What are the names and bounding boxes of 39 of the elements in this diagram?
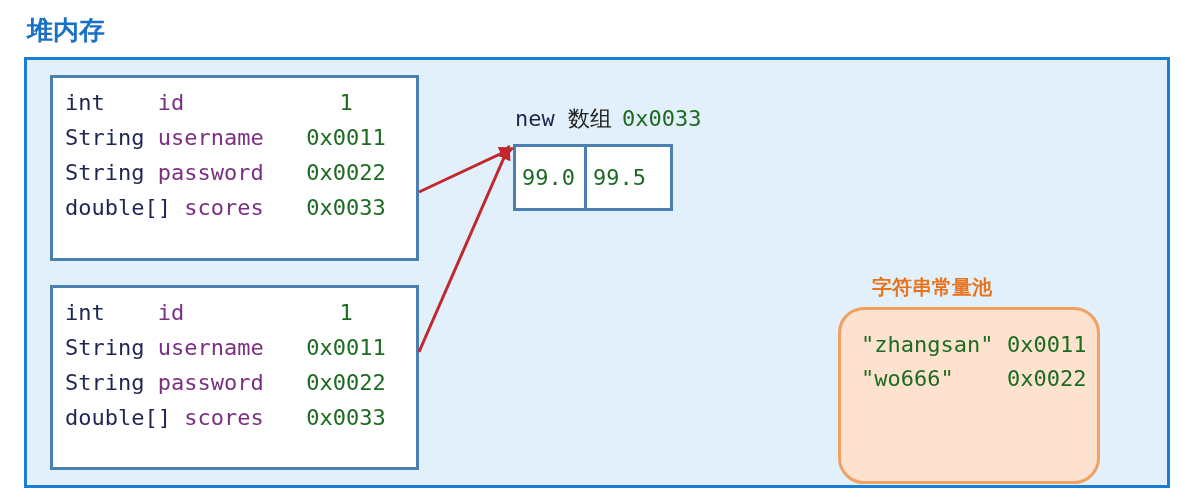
area-title: 堆内存 xyxy=(27,14,105,47)
type-keyword: double[] xyxy=(65,194,171,222)
field-name: password xyxy=(157,369,264,397)
field-value: 0x0011 xyxy=(305,124,387,152)
address: 0x0022 xyxy=(1007,365,1087,393)
field-name: id xyxy=(157,299,185,327)
field-value: 1 xyxy=(338,299,354,327)
type-keyword: int xyxy=(65,299,105,327)
field-value: 0x0022 xyxy=(305,369,387,397)
field-name: username xyxy=(157,334,264,362)
string-literal: "wo666" xyxy=(861,365,954,393)
pool-title: 字符串常量池 xyxy=(872,274,992,300)
field-value: 1 xyxy=(338,89,354,117)
field-name: scores xyxy=(184,404,264,432)
type-keyword: String xyxy=(65,369,145,397)
field-value: 0x0022 xyxy=(305,159,387,187)
arrow xyxy=(417,144,511,353)
field-name: scores xyxy=(184,194,264,222)
field-name: username xyxy=(157,124,264,152)
field-value: 0x0033 xyxy=(305,194,387,222)
type-keyword: double[] xyxy=(65,404,171,432)
array-cell-text: 99.5 xyxy=(592,164,647,192)
field-name: id xyxy=(157,89,185,117)
arrow xyxy=(418,146,515,194)
type-name: 数组 xyxy=(568,105,612,133)
keyword: new xyxy=(515,105,555,133)
type-keyword: String xyxy=(65,334,145,362)
type-keyword: String xyxy=(65,124,145,152)
object-box xyxy=(50,75,419,261)
address: 0x0033 xyxy=(622,105,702,133)
type-keyword: int xyxy=(65,89,105,117)
array-cell: 99.0 xyxy=(516,147,587,208)
object-box xyxy=(50,285,419,470)
field-name: password xyxy=(157,159,264,187)
field-value: 0x0011 xyxy=(305,334,387,362)
field-value: 0x0033 xyxy=(305,404,387,432)
address: 0x0011 xyxy=(1007,331,1087,359)
type-keyword: String xyxy=(65,159,145,187)
string-literal: "zhangsan" xyxy=(861,331,994,359)
